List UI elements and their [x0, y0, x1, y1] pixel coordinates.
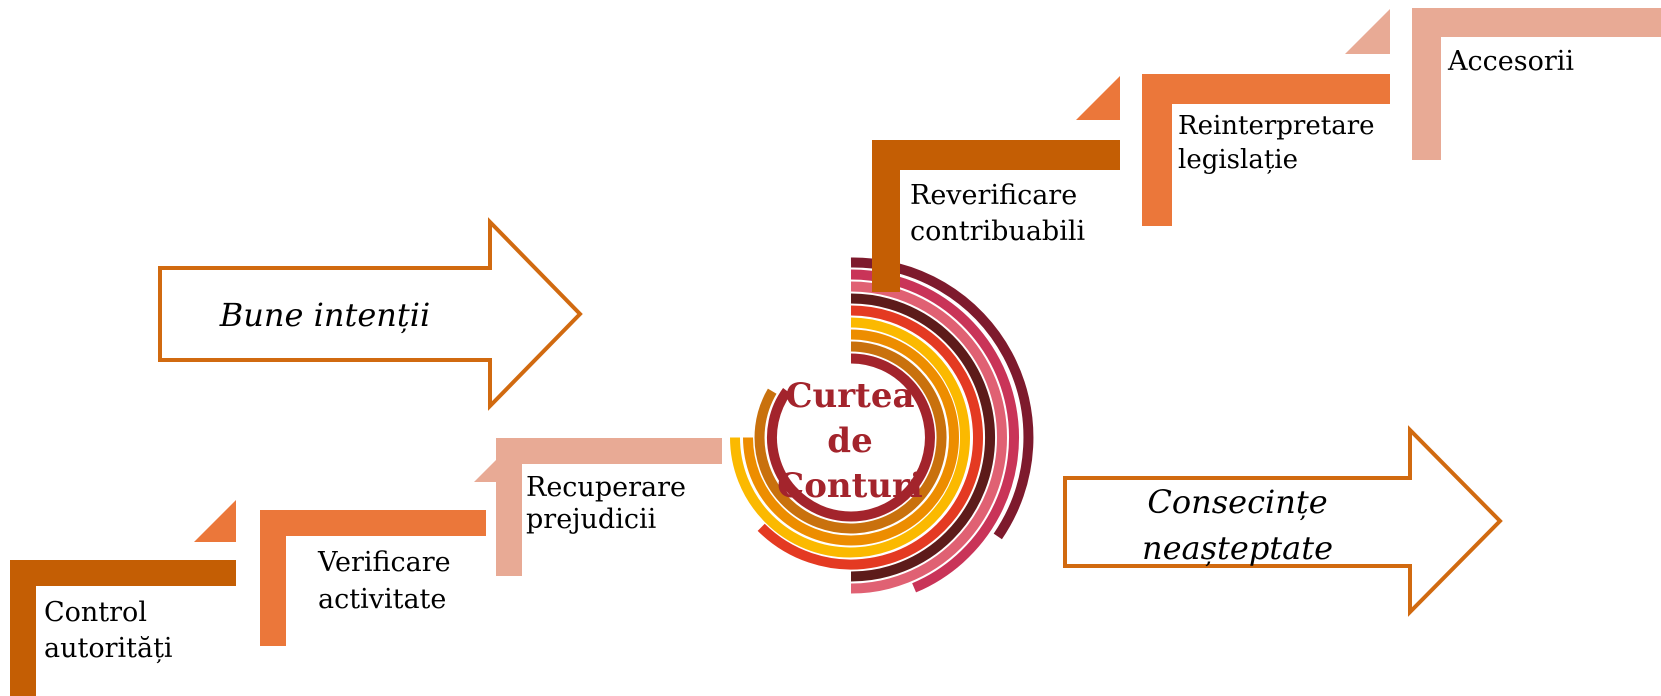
- center-title-line2: de: [827, 421, 873, 461]
- center-title-line1: Curtea: [785, 376, 915, 416]
- step-accesorii-corner: [1345, 9, 1390, 54]
- right-arrow-label-line2: neașteptate: [1141, 529, 1334, 567]
- spiral-ring: [730, 317, 970, 558]
- step-reinterpretare-corner: [1076, 76, 1120, 120]
- step-verificare-shape: [260, 510, 486, 646]
- step-reinterpretare-shape: [1142, 74, 1390, 226]
- step-control-label-line1: Control: [44, 597, 147, 628]
- center-title-line3: Conturi: [777, 466, 923, 506]
- step-accesorii-shape: [1412, 8, 1661, 160]
- step-accesorii-label: Accesorii: [1448, 46, 1575, 77]
- spiral-ring: [757, 305, 983, 570]
- spiral-ring: [754, 341, 947, 534]
- step-recuperare-corner: [474, 458, 498, 482]
- step-reverificare-shape: [872, 140, 1120, 292]
- step-reinterpretare-label-line2: legislație: [1178, 145, 1298, 175]
- step-recuperare-shape: [496, 438, 722, 576]
- left-arrow-shape: [158, 217, 583, 411]
- step-verificare-label-line2: activitate: [318, 584, 447, 615]
- spiral-ring: [850, 257, 1034, 540]
- spiral-ring: [766, 353, 935, 522]
- step-reverificare-label-line2: contribuabili: [910, 216, 1086, 247]
- center-spiral: [730, 257, 1034, 594]
- right-arrow-label-line1: Consecințe: [1147, 483, 1328, 521]
- left-arrow-label: Bune intenții: [219, 296, 431, 334]
- step-control-label-line2: autorități: [44, 633, 173, 664]
- step-reinterpretare-label-line1: Reinterpretare: [1178, 111, 1375, 141]
- spiral-ring: [850, 293, 995, 582]
- step-verificare-corner: [194, 500, 236, 542]
- step-control-shape: [10, 560, 236, 696]
- spiral-ring: [850, 269, 1019, 593]
- step-reverificare-label-line1: Reverificare: [910, 180, 1078, 211]
- spiral-ring: [743, 329, 959, 546]
- step-recuperare-label-line2: prejudicii: [526, 504, 657, 535]
- step-recuperare-label-line1: Recuperare: [526, 472, 686, 503]
- spiral-ring: [850, 281, 1007, 594]
- step-verificare-label-line1: Verificare: [318, 547, 451, 578]
- right-arrow-shape: [1063, 425, 1503, 617]
